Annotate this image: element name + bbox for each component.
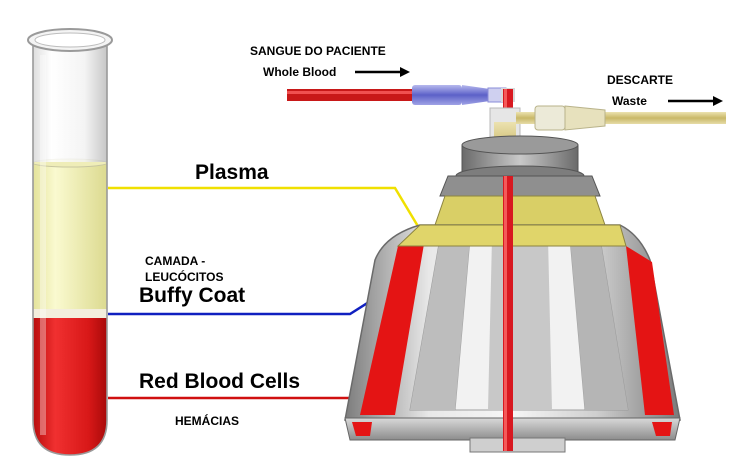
centrifuge-bowl <box>344 135 681 453</box>
waste-label: Waste <box>612 94 647 108</box>
test-tube <box>27 28 113 456</box>
buffy-coat-layer <box>33 309 107 318</box>
patient-blood-label-pt: SANGUE DO PACIENTE <box>250 44 386 58</box>
buffy-coat-label-pt-line1: CAMADA - <box>145 254 206 268</box>
whole-blood-label: Whole Blood <box>263 65 337 79</box>
plasma-layer <box>33 162 107 309</box>
waste-arrow-icon <box>668 96 723 106</box>
red-cell-layer <box>33 318 107 455</box>
plasma-label: Plasma <box>195 161 269 184</box>
red-blood-cells-label-pt: HEMÁCIAS <box>175 414 240 428</box>
plasma-leader-line <box>108 186 427 239</box>
red-blood-cells-label: Red Blood Cells <box>139 370 301 393</box>
buffy-coat-label: Buffy Coat <box>139 284 246 307</box>
waste-label-pt: DESCARTE <box>607 73 674 87</box>
whole-blood-arrow-icon <box>355 67 410 77</box>
buffy-coat-label-pt-line2: LEUCÓCITOS <box>145 270 224 284</box>
